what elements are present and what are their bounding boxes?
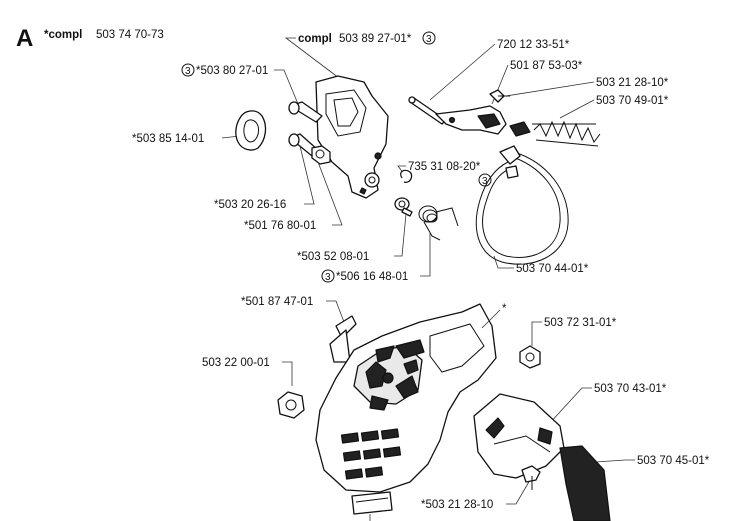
label-503-80-27-01: *503 80 27-01	[196, 65, 268, 77]
brake-spring-part	[532, 120, 601, 147]
torsion-spring-part	[418, 205, 459, 241]
guide-plate-part	[329, 315, 357, 363]
label-720-12-33-51: 720 12 33-51*	[497, 39, 570, 51]
assembly-compl-word: *compl	[44, 29, 82, 41]
circled-3-circlip: 3	[478, 173, 492, 187]
side-plate-part	[559, 445, 611, 521]
label-compl-brake-prefix: compl	[298, 33, 332, 45]
svg-text:3: 3	[426, 34, 432, 45]
label-503-21-28-10-top: 503 21 28-10*	[596, 77, 669, 89]
label-503-70-44-01: 503 70 44-01*	[516, 263, 589, 275]
label-503-85-14-01: *503 85 14-01	[132, 133, 204, 145]
label-compl-brake-number: 503 89 27-01*	[339, 33, 412, 45]
label-star: *	[502, 303, 507, 315]
circled-3-spring: 3	[321, 269, 335, 283]
screw-bottom-part	[521, 465, 541, 490]
circled-3-bolt-top: 3	[181, 63, 195, 77]
label-503-70-49-01: 503 70 49-01*	[596, 95, 669, 107]
label-506-16-48-01: *506 16 48-01	[336, 271, 408, 283]
bolt-upper-part	[288, 101, 323, 123]
label-501-87-53-03: 501 87 53-03*	[510, 60, 583, 72]
bolt-lower-part	[288, 133, 319, 157]
circled-3-compl: 3	[422, 31, 436, 45]
label-735-31-08-20: 735 31 08-20*	[408, 161, 481, 173]
svg-text:3: 3	[185, 66, 191, 77]
screw-top-part	[489, 89, 510, 103]
assembly-number: 503 74 70-73	[96, 29, 164, 41]
pin-part	[408, 96, 447, 125]
spring-plug-part	[509, 121, 531, 137]
label-501-76-80-01: *501 76 80-01	[244, 220, 316, 232]
label-501-87-47-01: *501 87 47-01	[241, 296, 313, 308]
label-503-52-08-01: *503 52 08-01	[297, 251, 369, 263]
clutch-cover-part	[473, 393, 565, 479]
brake-handle-part	[315, 75, 389, 199]
chain-cover-part	[315, 303, 497, 493]
label-503-22-00-01: 503 22 00-01	[202, 357, 270, 369]
label-503-70-45-01: 503 70 45-01*	[637, 455, 710, 467]
brake-band-part	[475, 145, 569, 265]
cover-nut-right-part	[519, 345, 541, 369]
bushing-part	[394, 197, 413, 217]
pad-part	[351, 491, 393, 515]
label-503-70-43-01: 503 70 43-01*	[594, 383, 667, 395]
gasket-ring-part	[235, 110, 267, 151]
circlip-part	[400, 169, 413, 183]
label-503-20-26-16: *503 20 26-16	[214, 199, 286, 211]
svg-text:3: 3	[482, 176, 488, 187]
label-503-72-31-01: 503 72 31-01*	[544, 317, 617, 329]
nut-part	[311, 145, 331, 165]
svg-text:3: 3	[325, 272, 331, 283]
cover-nut-left-part	[277, 391, 305, 419]
brake-lever-part	[435, 105, 507, 135]
section-letter: A	[16, 25, 33, 52]
label-503-21-28-10-bottom: *503 21 28-10	[421, 499, 493, 511]
